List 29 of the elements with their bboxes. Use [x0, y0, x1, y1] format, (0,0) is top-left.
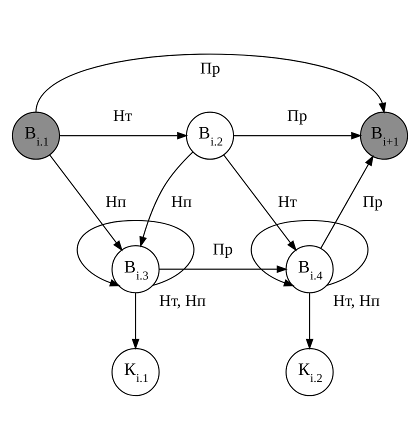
edge-label: Нп: [171, 192, 192, 211]
arrow: [306, 293, 314, 350]
node-circle: К$_{i.1}$: [112, 348, 160, 396]
arrow: [35, 54, 386, 114]
edge-label: Пр: [287, 106, 308, 125]
arrow: [76, 220, 194, 286]
arrow: [223, 154, 297, 252]
node-circle: К$_{i.2}$: [286, 348, 334, 396]
edge-label: Нп: [105, 192, 126, 211]
arrow: [320, 155, 374, 249]
arrow: [60, 132, 188, 140]
arrow: [132, 293, 140, 350]
arrow: [139, 152, 194, 248]
edge-label: Нт: [113, 106, 132, 125]
node-circle: В$_{i.4}$: [286, 245, 334, 294]
node-circle: В$_{i.2}$: [186, 112, 234, 160]
edge-label: Нт, Нп: [159, 290, 206, 310]
arrow: [250, 220, 368, 286]
edge-label: Пр: [200, 58, 220, 78]
edge-label: Нт, Нп: [333, 290, 380, 310]
arrow: [234, 132, 362, 140]
node-circle: В$_{i+1}$: [360, 112, 408, 160]
edge-label: Пр: [212, 239, 233, 258]
edge-label: Пр: [362, 192, 383, 211]
arrow: [159, 265, 288, 274]
arrow: [49, 154, 123, 252]
node-circle: В$_{i.1}$: [12, 112, 60, 160]
node-circle: В$_{i.3}$: [112, 245, 160, 294]
edge-label: Нт: [278, 192, 297, 211]
